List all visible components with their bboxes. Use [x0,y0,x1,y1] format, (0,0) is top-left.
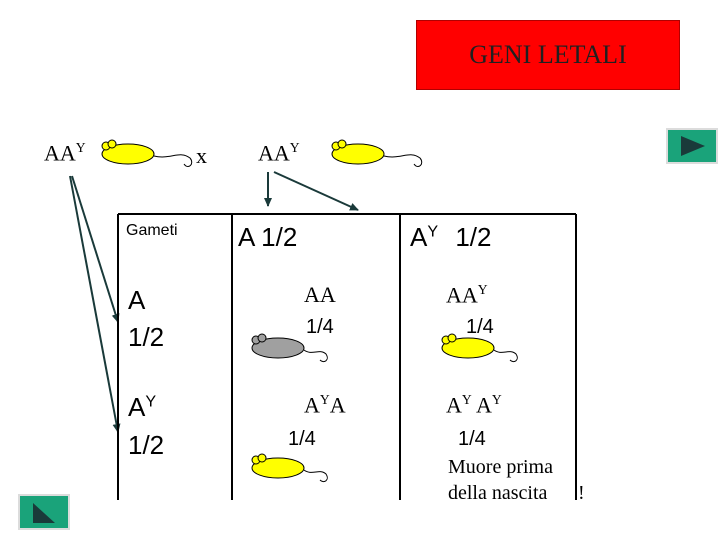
row2-header: AY [128,392,156,423]
lethal-note: Muore prima della nascita! [448,454,585,506]
lethal-note-line1: Muore prima [448,456,553,478]
page-title: GENI LETALI [469,40,627,69]
prev-slide-button[interactable] [18,494,70,530]
mouse-yellow-icon [101,139,193,167]
next-slide-button[interactable] [666,128,718,164]
cell-ayay-a2: A [476,392,492,418]
cell-aay-genotype: AAY [446,282,488,308]
mouse-yellow-icon [331,139,423,167]
parent-right-label: AA [258,140,290,166]
cell-ayay-sup2: Y [491,392,502,407]
arrow-left-to-row2 [69,175,121,433]
mouse-yellow-icon [251,453,328,483]
cell-aya-a: A [304,392,320,418]
row1-header-base: A [128,285,146,315]
cell-ayay-sup1: Y [461,392,472,407]
mouse-gray-icon [251,333,328,363]
lethal-note-line2: della nascita [448,482,548,504]
arrow-right-to-col2 [273,171,359,211]
row2-header-frac: 1/2 [128,430,165,460]
cell-aay-fraction: 1/4 [466,316,494,338]
cell-aa-fraction: 1/4 [306,316,334,338]
row2-header-sup: Y [145,392,157,411]
col2-header-frac: 1/2 [455,222,492,252]
mouse-yellow-icon [441,333,518,363]
cell-aay-base: AA [446,282,478,308]
col2-header: AY 1/2 [410,222,491,253]
triangle-down-left-icon [33,503,55,523]
cross-symbol: x [196,143,207,168]
col2-header-base: A [410,222,428,252]
cell-aya-fraction: 1/4 [288,428,316,450]
parent-right-genotype: AAY [258,140,300,166]
cell-ayay-a1: A [446,392,462,418]
parent-right-sup: Y [289,140,300,155]
arrow-left-to-row1 [71,175,120,323]
col1-header: A 1/2 [238,222,298,252]
parent-left-sup: Y [75,140,86,155]
lethal-note-mark: ! [578,482,585,504]
cell-aya-genotype: AYA [304,392,346,418]
row1-header-frac: 1/2 [128,322,165,352]
cell-aay-sup: Y [477,282,488,297]
col2-header-sup: Y [427,222,439,241]
gametes-header: Gameti [126,222,178,239]
cell-aa-genotype: AA [304,282,336,307]
parent-left-label: AA [44,140,76,166]
cell-ayay-fraction: 1/4 [458,428,486,450]
play-triangle-icon [681,136,705,156]
cell-aya-sup: Y [319,392,330,407]
row2-header-base: A [128,392,146,422]
lethal-note-line2-wrap: della nascita! [448,480,585,506]
title-box: GENI LETALI [416,20,680,90]
cell-ayay-genotype: AY AY [446,392,502,418]
parent-left-genotype: AAY [44,140,86,166]
cell-aya-b: A [329,392,346,418]
